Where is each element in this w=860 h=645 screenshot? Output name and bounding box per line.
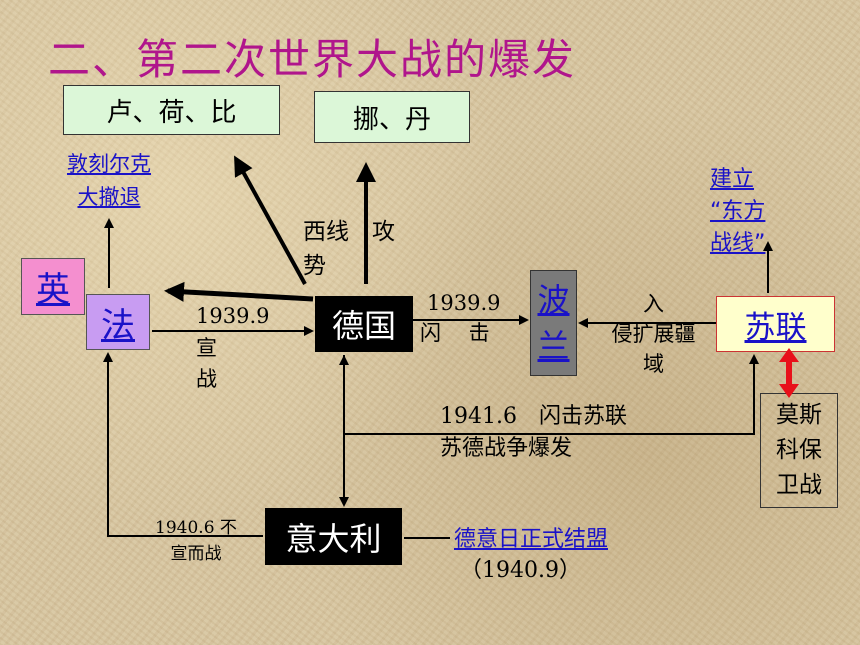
node-label[interactable]: 苏联 xyxy=(744,309,807,346)
axis-alliance-date: （1940.9） xyxy=(460,558,581,583)
invasion-line-1: 入 xyxy=(643,292,664,316)
node-label: 卢、荷、比 xyxy=(106,97,237,128)
blitz-ussr-label: 1941.6 闪击苏联 苏德战争爆发 xyxy=(440,401,627,465)
node-label-1[interactable]: 波 xyxy=(537,281,570,319)
node-italy: 意大利 xyxy=(265,508,402,565)
eastern-front-line-3[interactable]: 战线” xyxy=(710,231,766,256)
eastern-front-line-1[interactable]: 建立 xyxy=(710,167,755,192)
node-label-1: 莫斯 xyxy=(776,402,822,428)
dunkirk-line-1[interactable]: 敦刻尔克 xyxy=(67,152,151,176)
blitz-ussr-line-1: 1941.6 闪击苏联 xyxy=(440,404,627,429)
page-title: 二、第二次世界大战的爆发 xyxy=(48,35,577,84)
double-arrow-ussr-moscow xyxy=(779,348,799,398)
node-label-2[interactable]: 兰 xyxy=(537,327,570,365)
blitz-poland-text: 闪 击 xyxy=(420,321,490,345)
node-ussr[interactable]: 苏联 xyxy=(716,296,835,352)
arrow-germany-to-ussr xyxy=(343,354,759,435)
node-label: 德国 xyxy=(331,307,396,345)
axis-alliance-label[interactable]: 德意日正式结盟 （1940.9） xyxy=(454,524,608,586)
western-offensive-line-2: 势 xyxy=(303,253,326,279)
declare-war-line-2: 宣 xyxy=(196,336,217,360)
arrow-germany-to-britain xyxy=(164,281,314,302)
blitz-poland-label: 1939.9 闪 击 xyxy=(420,288,501,348)
node-moscow-defense: 莫斯 科保 卫战 xyxy=(760,393,838,508)
node-britain[interactable]: 英 xyxy=(21,258,85,315)
axis-alliance-link[interactable]: 德意日正式结盟 xyxy=(454,527,609,552)
arrow-germany-to-lux xyxy=(234,155,307,285)
invasion-label: 入 侵扩展疆 域 xyxy=(596,289,711,379)
italy-war-line-1: 1940.6 不 xyxy=(155,518,237,538)
node-germany: 德国 xyxy=(315,296,413,352)
node-norway-denmark: 挪、丹 xyxy=(314,91,470,143)
invasion-line-3: 域 xyxy=(643,352,664,376)
eastern-front-link[interactable]: 建立 “东方 战线” xyxy=(710,164,765,260)
declare-war-date: 1939.9 xyxy=(196,304,270,328)
node-label: 挪、丹 xyxy=(352,104,431,135)
dunkirk-link[interactable]: 敦刻尔克 大撤退 xyxy=(51,148,167,214)
node-france[interactable]: 法 xyxy=(86,294,150,350)
node-label-2: 科保 xyxy=(776,437,822,463)
eastern-front-line-2[interactable]: “东方 xyxy=(710,199,766,224)
declare-war-line-3: 战 xyxy=(196,367,217,391)
invasion-line-2: 侵扩展疆 xyxy=(611,322,696,346)
dunkirk-line-2[interactable]: 大撤退 xyxy=(77,185,141,209)
blitz-poland-date: 1939.9 xyxy=(427,291,501,315)
node-label[interactable]: 英 xyxy=(36,270,70,310)
italy-war-label: 1940.6 不 宣而战 xyxy=(140,515,252,567)
western-offensive-line-1: 西线 攻 xyxy=(303,219,395,245)
node-label: 意大利 xyxy=(285,519,382,558)
node-lux-netherlands-belgium: 卢、荷、比 xyxy=(63,85,280,135)
node-label[interactable]: 法 xyxy=(101,305,135,346)
node-poland[interactable]: 波 兰 xyxy=(530,270,577,376)
declare-war-label: 1939.9 宣 战 xyxy=(196,301,269,395)
arrow-italy-to-france xyxy=(103,352,263,537)
western-offensive-label: 西线 攻 势 xyxy=(303,215,395,283)
blitz-ussr-line-2: 苏德战争爆发 xyxy=(440,436,573,461)
node-label-3: 卫战 xyxy=(776,472,822,498)
italy-war-line-2: 宣而战 xyxy=(170,544,222,564)
